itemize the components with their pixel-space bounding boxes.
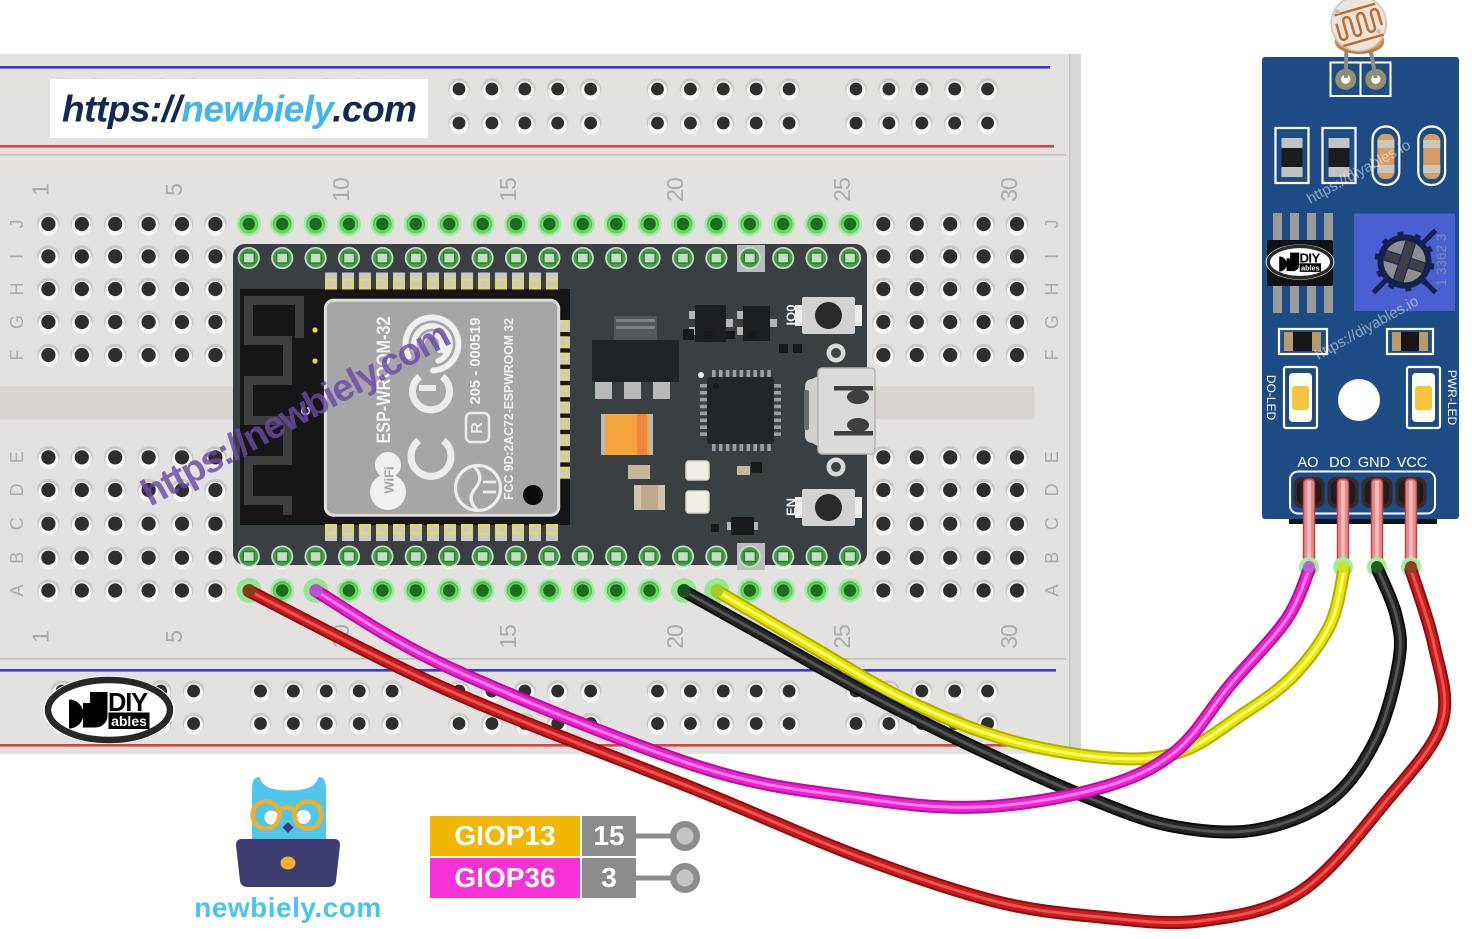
svg-text:30: 30 (996, 178, 1022, 202)
svg-text:25: 25 (829, 178, 855, 202)
svg-text:ables: ables (1301, 263, 1320, 272)
svg-text:PWR-LED: PWR-LED (1445, 370, 1459, 426)
svg-text:5: 5 (161, 184, 187, 196)
svg-text:15: 15 (495, 178, 521, 202)
svg-text:20: 20 (662, 178, 688, 202)
svg-text:EN: EN (784, 498, 799, 516)
svg-text:J: J (1042, 220, 1062, 229)
svg-text:20: 20 (662, 625, 688, 649)
svg-text:DO-LED: DO-LED (1264, 375, 1278, 421)
svg-text:205 - 000519: 205 - 000519 (468, 318, 484, 405)
svg-text:ESP-WROOM-32: ESP-WROOM-32 (374, 317, 395, 444)
svg-text:C: C (298, 406, 313, 416)
svg-text:H: H (1042, 283, 1062, 296)
svg-text:25: 25 (829, 625, 855, 649)
svg-text:15: 15 (495, 625, 521, 649)
svg-text:https://newbiely.com: https://newbiely.com (62, 89, 417, 130)
svg-text:30: 30 (996, 625, 1022, 649)
svg-text:DO: DO (1329, 455, 1351, 471)
svg-text:F: F (7, 350, 27, 361)
svg-text:10: 10 (328, 178, 354, 202)
svg-text:WiFi: WiFi (382, 466, 397, 493)
svg-text:newbiely.com: newbiely.com (194, 892, 382, 923)
svg-text:E: E (7, 451, 27, 463)
svg-text:C: C (1042, 517, 1062, 530)
svg-text:J: J (7, 220, 27, 229)
svg-text:ables: ables (111, 713, 147, 729)
svg-text:GIOP13: GIOP13 (454, 820, 555, 851)
svg-text:A: A (7, 584, 27, 596)
svg-text:F: F (1042, 350, 1062, 361)
svg-text:H: H (7, 283, 27, 296)
svg-text:A: A (1042, 584, 1062, 596)
svg-text:G: G (7, 315, 27, 329)
svg-text:DIY: DIY (1299, 251, 1320, 266)
svg-text:GIOP36: GIOP36 (454, 862, 555, 893)
svg-text:3: 3 (601, 862, 617, 893)
svg-text:G: G (1042, 315, 1062, 329)
svg-text:VCC: VCC (1397, 455, 1428, 471)
svg-text:FCC 9D:2AC72-ESPWROOM 32: FCC 9D:2AC72-ESPWROOM 32 (501, 318, 516, 500)
svg-text:B: B (1042, 552, 1062, 564)
svg-text:1: 1 (27, 631, 53, 643)
svg-text:AO: AO (1298, 455, 1319, 471)
svg-text:1: 1 (27, 184, 53, 196)
svg-text:I: I (7, 254, 27, 259)
svg-text:D: D (7, 484, 27, 497)
svg-text:R: R (469, 422, 486, 434)
svg-text:D: D (1042, 484, 1062, 497)
svg-text:5: 5 (161, 631, 187, 643)
svg-text:C: C (7, 517, 27, 530)
svg-text:B: B (7, 552, 27, 564)
svg-text:1 3362 3: 1 3362 3 (1434, 234, 1449, 287)
svg-text:DIY: DIY (108, 689, 148, 717)
svg-text:GND: GND (1358, 455, 1390, 471)
svg-text:I: I (1042, 254, 1062, 259)
svg-text:15: 15 (593, 820, 624, 851)
svg-text:IO0: IO0 (784, 305, 799, 326)
svg-text:E: E (1042, 451, 1062, 463)
